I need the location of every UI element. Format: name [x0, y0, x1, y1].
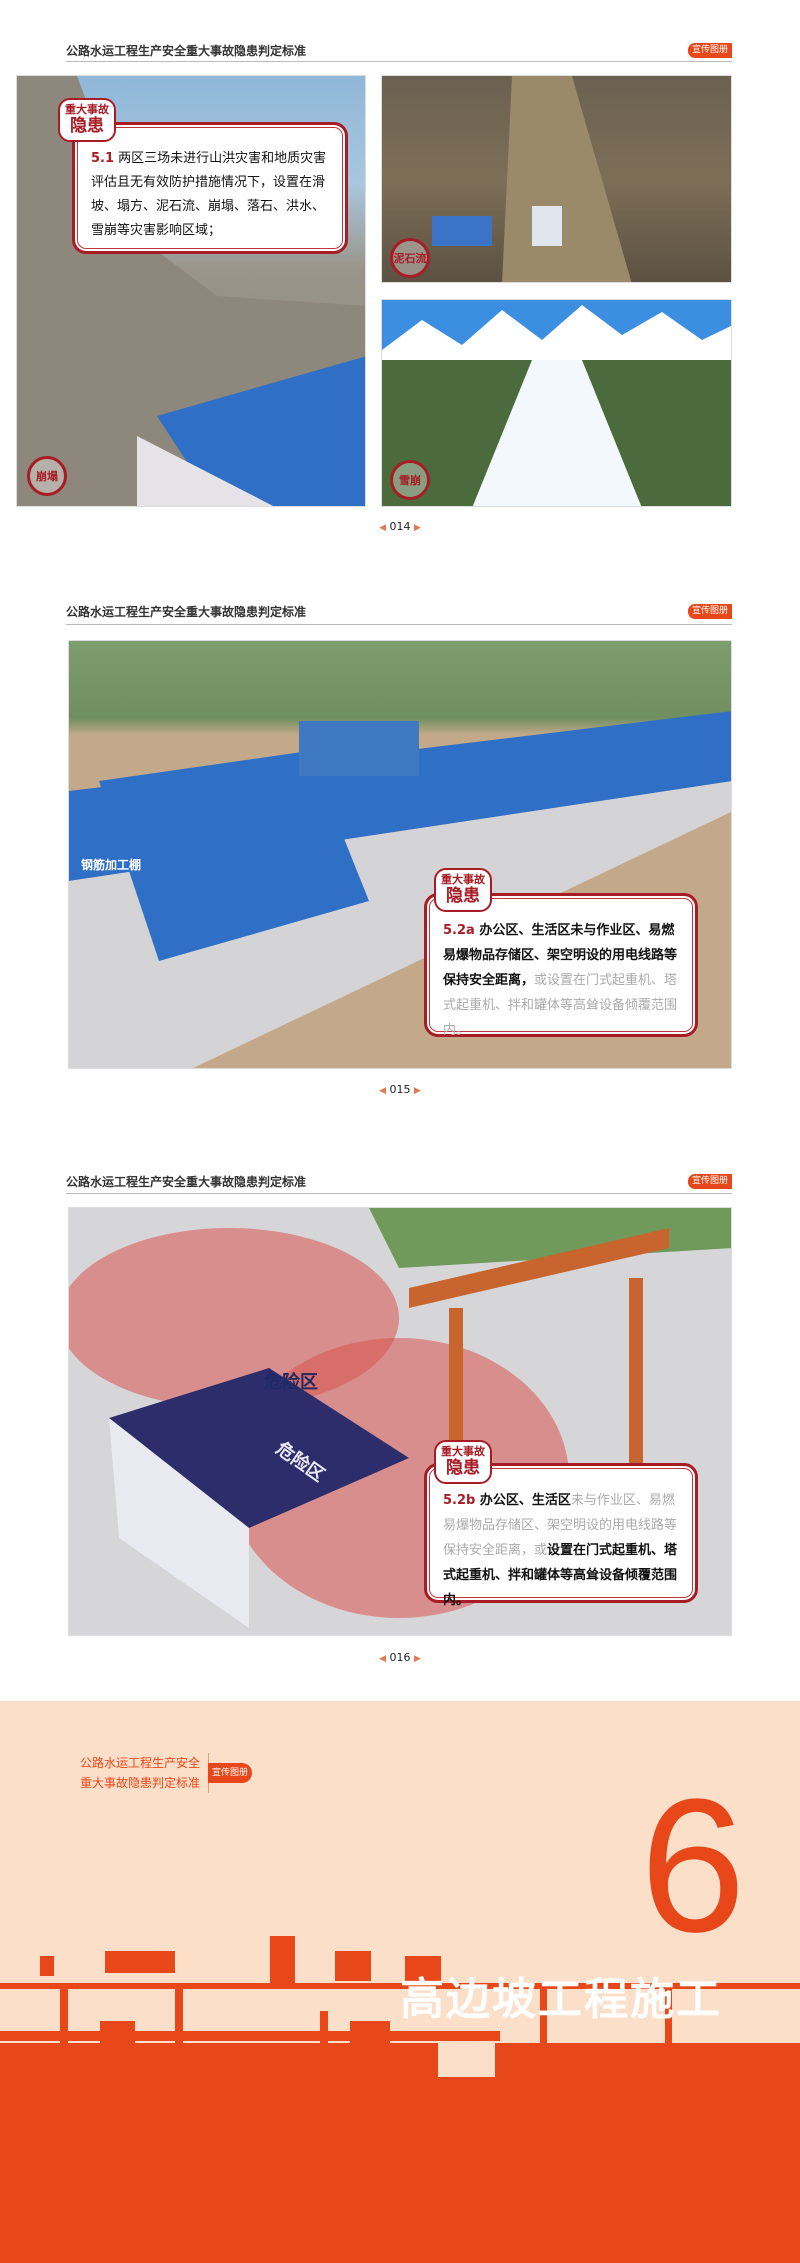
cover-title-line: 公路水运工程生产安全 [80, 1756, 201, 1770]
header-title: 公路水运工程生产安全重大事故隐患判定标准 [66, 1175, 307, 1189]
danger-zone-illustration: 危险区 危险区 [68, 1207, 732, 1636]
clause-number: 5.1 [91, 151, 115, 166]
brochure-badge: 宣传图册 [688, 604, 732, 619]
header-divider [66, 61, 732, 62]
cover-badge: 宣传图册 [208, 1763, 252, 1783]
clause-text: 两区三场未进行山洪灾害和地质灾害评估且无有效防护措施情况下，设置在滑坡、塌方、泥… [91, 151, 327, 238]
debris-flow-illustration: 泥石流 [381, 75, 732, 283]
clause-text-secondary: 未与作业区、易燃易爆物品存储区、架空明设的用电线路等保持安全距离，或 [443, 1493, 678, 1558]
page-number: ◀ 015 ▶ [0, 1083, 800, 1096]
danger-zone-label: 危险区 [264, 1372, 318, 1393]
page-number: ◀ 014 ▶ [0, 520, 800, 533]
construction-skyline [0, 1936, 800, 2263]
cover-title-line: 重大事故隐患判定标准 [80, 1776, 201, 1790]
chapter-cover: 公路水运工程生产安全重大事故隐患判定标准 宣传图册 6 高边坡工程施工 [0, 1701, 800, 2263]
stamp-avalanche: 雪崩 [390, 460, 430, 500]
stamp-debris-flow: 泥石流 [390, 238, 430, 278]
page-number-text: 014 [389, 520, 411, 533]
prev-arrow-icon: ◀ [379, 1654, 386, 1664]
seal-bottom-text: 隐患 [446, 886, 480, 906]
cover-series-title: 公路水运工程生产安全重大事故隐患判定标准 [80, 1753, 210, 1793]
clause-number: 5.2b [443, 1493, 476, 1508]
next-arrow-icon: ▶ [414, 1086, 421, 1096]
page-number-text: 016 [389, 1651, 411, 1664]
seal-top-text: 重大事故 [441, 873, 485, 886]
clause-number: 5.2a [443, 923, 475, 938]
page-number: ◀ 016 ▶ [0, 1651, 800, 1664]
seal-bottom-text: 隐患 [70, 116, 104, 136]
hazard-callout-5-1: 5.1 两区三场未进行山洪灾害和地质灾害评估且无有效防护措施情况下，设置在滑坡、… [72, 122, 348, 254]
seal-top-text: 重大事故 [441, 1445, 485, 1458]
header-divider [66, 1193, 732, 1194]
brochure-badge: 宣传图册 [688, 43, 732, 58]
clause-text-emphasis: 办公区、生活区 [479, 1493, 571, 1508]
brochure-badge: 宣传图册 [688, 1174, 732, 1189]
major-hazard-seal: 重大事故隐患 [434, 868, 492, 912]
stamp-collapse: 崩塌 [27, 456, 67, 496]
prev-arrow-icon: ◀ [379, 1086, 386, 1096]
chapter-title: 高边坡工程施工 [400, 1974, 722, 2025]
seal-top-text: 重大事故 [65, 103, 109, 116]
clause-text-emphasis: 设置在门式起重机、塔式起重机、拌和罐体等高耸设备倾覆范围内。 [443, 1543, 678, 1608]
chapter-number: 6 [640, 1760, 746, 1972]
header-title: 公路水运工程生产安全重大事故隐患判定标准 [66, 44, 307, 58]
next-arrow-icon: ▶ [414, 1654, 421, 1664]
clause-text-emphasis: 办公区、生活区未与作业区、易燃易爆物品存储区、架空明设的用电线路等保持安全距离， [443, 923, 678, 988]
avalanche-illustration: 雪崩 [381, 299, 732, 507]
major-hazard-seal: 重大事故隐患 [434, 1440, 492, 1484]
clause-text-secondary: 或设置在门式起重机、塔式起重机、拌和罐体等高耸设备倾覆范围内。 [443, 973, 678, 1038]
image-label-rebar-shed: 钢筋加工棚 [81, 858, 142, 872]
header-title: 公路水运工程生产安全重大事故隐患判定标准 [66, 605, 307, 619]
page-number-text: 015 [389, 1083, 411, 1096]
major-hazard-seal: 重大事故隐患 [58, 98, 116, 142]
hazard-callout-5-2b: 5.2b 办公区、生活区未与作业区、易燃易爆物品存储区、架空明设的用电线路等保持… [424, 1463, 698, 1608]
prev-arrow-icon: ◀ [379, 523, 386, 533]
header-divider [66, 624, 732, 625]
hazard-callout-5-2a: 5.2a 办公区、生活区未与作业区、易燃易爆物品存储区、架空明设的用电线路等保持… [424, 893, 698, 1038]
seal-bottom-text: 隐患 [446, 1458, 480, 1478]
next-arrow-icon: ▶ [414, 523, 421, 533]
